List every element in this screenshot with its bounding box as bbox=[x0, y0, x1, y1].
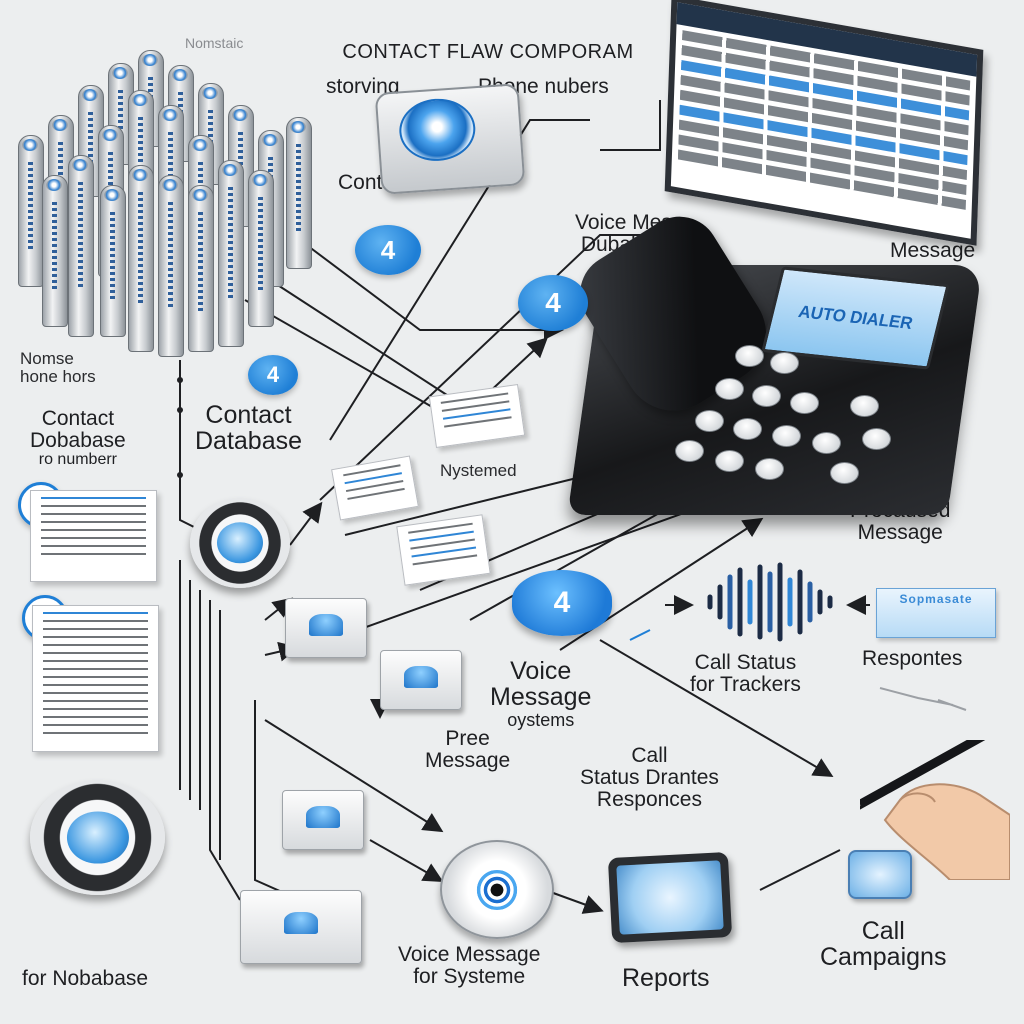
reports-tablet-icon bbox=[607, 851, 733, 944]
label-call-campaigns: Call Campaigns bbox=[820, 917, 947, 972]
label-responses: Respontes bbox=[862, 647, 963, 670]
label-contact-dobabase: Contact Dobabase ro numberr bbox=[30, 407, 126, 469]
message-card-3 bbox=[282, 790, 364, 850]
step-badge-4c: 4 bbox=[248, 355, 298, 395]
step-badge-4d: 4 bbox=[512, 570, 612, 636]
label-faint-top: Nomstaic bbox=[185, 35, 244, 51]
label-pree-message: Pree Message bbox=[425, 727, 511, 773]
mini-document-3 bbox=[396, 514, 491, 586]
disk-icon-lower bbox=[30, 780, 165, 895]
message-card-2 bbox=[380, 650, 462, 710]
label-nombse: Nomse hone hors bbox=[20, 349, 96, 386]
label-call-status-trackers: Call Status for Trackers bbox=[690, 651, 801, 697]
document-icon-2 bbox=[32, 605, 159, 752]
diagram-title: CONTACT FLAW COMPORAM bbox=[342, 41, 634, 63]
label-for-nobabase: for Nobabase bbox=[22, 967, 149, 990]
message-card-4 bbox=[240, 890, 362, 964]
campaign-screen-icon bbox=[848, 850, 912, 899]
faint-scribble bbox=[879, 687, 967, 711]
message-card-1 bbox=[285, 598, 367, 658]
processed-message-card: Sopmasate bbox=[876, 588, 996, 638]
label-storving: storving bbox=[326, 75, 400, 98]
label-nystemed: Nystemed bbox=[440, 461, 517, 480]
label-voice-message-systems: Voice Message oystems bbox=[490, 657, 592, 730]
label-reports: Reports bbox=[622, 964, 710, 992]
document-icon-1 bbox=[30, 490, 157, 582]
speaker-icon bbox=[440, 840, 554, 939]
disk-icon-upper bbox=[190, 498, 290, 588]
label-contact-database: Contact Database bbox=[195, 401, 303, 456]
label-call-status-responces: Call Status Drantes Responces bbox=[580, 744, 719, 812]
hand-with-pen-icon bbox=[860, 740, 1010, 880]
step-badge-4b: 4 bbox=[518, 275, 588, 331]
sound-wave-icon bbox=[707, 562, 833, 642]
step-badge-4a: 4 bbox=[355, 225, 421, 275]
label-voice-message-systeme: Voice Message for Systeme bbox=[398, 943, 541, 989]
storage-device-icon bbox=[374, 83, 526, 195]
database-cylinders-icon bbox=[10, 45, 320, 357]
